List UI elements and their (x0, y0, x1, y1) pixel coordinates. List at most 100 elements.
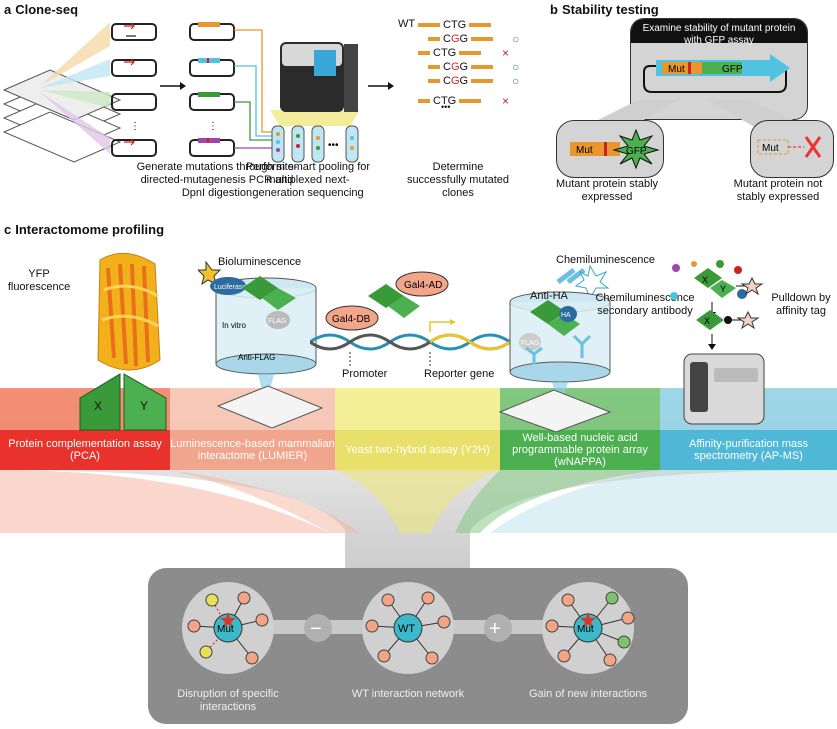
sample-tubes: ••• (271, 125, 359, 163)
svg-text:⋮: ⋮ (208, 121, 218, 132)
unstable-caption: Mutant protein not stably expressed (733, 178, 823, 203)
wt-network: WT (365, 591, 451, 665)
disruption-network: Mut (187, 591, 269, 665)
alignment-row: CTG × (418, 46, 528, 60)
star-icon (198, 260, 222, 286)
y2h-illustration: Gal4-AD Gal4-DB (310, 271, 510, 366)
gfp-construct: Mut GFP (643, 54, 790, 93)
alignment-row: CGG ○ (428, 60, 528, 74)
codon: CGG (443, 33, 469, 45)
read-bar (469, 23, 492, 27)
svg-text:Gal4-AD: Gal4-AD (404, 280, 442, 291)
reporter-gene-label: Reporter gene (424, 368, 495, 380)
svg-text:⋮: ⋮ (130, 121, 140, 132)
svg-text:FLAG: FLAG (521, 340, 539, 347)
method-label: Luminescence-based mammalian interactome… (170, 438, 335, 462)
stable-result-icon: Mut GFP (570, 128, 660, 170)
svg-text:X: X (94, 399, 102, 413)
svg-text:•••: ••• (328, 140, 339, 151)
wt-label: WT (398, 18, 416, 30)
plasmid-column-1: ⋮ (111, 22, 157, 157)
method-label: Well-based nucleic acid programmable pro… (512, 432, 648, 468)
svg-text:Y: Y (140, 399, 148, 413)
svg-text:X: X (704, 316, 710, 326)
star-icon (740, 276, 764, 296)
svg-text:X: X (702, 275, 708, 285)
svg-text:HA: HA (561, 312, 571, 319)
success-mark-icon: ○ (512, 74, 520, 88)
stable-caption: Mutant protein stably expressed (555, 178, 659, 203)
read-bar (471, 79, 494, 83)
method-band: Protein complementation assay (PCA) (0, 430, 170, 470)
svg-text:Mut: Mut (577, 624, 594, 635)
disruption-caption: Disruption of specific interactions (177, 688, 279, 713)
gain-caption: Gain of new interactions (528, 688, 647, 700)
read-bar (471, 37, 494, 41)
stability-header: Examine stability of mutant protein with… (631, 19, 807, 46)
svg-text:Mut: Mut (576, 145, 593, 156)
read-bar (459, 51, 482, 55)
star-icon (736, 310, 760, 330)
unstable-result-icon: Mut (757, 136, 822, 158)
method-band: Affinity-purification mass spectrometry … (660, 430, 837, 470)
method-band: Well-based nucleic acid programmable pro… (500, 430, 660, 470)
alignment-ellipsis: ••• (441, 102, 451, 112)
cross-icon (804, 136, 822, 158)
clone-seq-step1-caption: Generate mutations through site-directed… (136, 161, 298, 199)
bioluminescence-label: Bioluminescence (218, 256, 302, 268)
alignment-row: CTG (418, 18, 528, 32)
method-label: Protein complementation assay (PCA) (8, 438, 162, 462)
promoter-label: Promoter (342, 368, 388, 380)
read-bar (471, 65, 494, 69)
svg-text:Luciferase: Luciferase (214, 284, 246, 291)
svg-text:Mut: Mut (762, 143, 779, 154)
sequencer-icon (270, 42, 360, 126)
codon: CTG (433, 95, 457, 107)
alignment-row: CGG ○ (428, 32, 528, 46)
read-bar (428, 65, 440, 69)
clone-seq-step2-caption: Perform smart pooling for multiplexed ne… (245, 161, 371, 199)
wnappa-illustration: HA FLAG (498, 264, 612, 432)
read-bar (428, 37, 440, 41)
svg-text:Gal4-DB: Gal4-DB (332, 314, 371, 325)
codon: CTG (433, 47, 457, 59)
anti-ha-label: Anti-HA (530, 290, 568, 302)
plasmid-column-2: ⋮ (189, 22, 235, 157)
codon: CGG (443, 61, 469, 73)
alignment-row: CGG○ (428, 74, 528, 88)
wt-network-caption: WT interaction network (351, 688, 465, 700)
svg-text:WT: WT (398, 623, 415, 635)
success-mark-icon: ○ (512, 32, 520, 46)
svg-text:In vitro: In vitro (222, 321, 247, 330)
clone-seq-illustration: ⋮ ⋮ ••• (2, 22, 394, 163)
chemi-secondary-label: Chemiluminescence secondary antibody (595, 292, 695, 317)
pulldown-label: Pulldown by affinity tag (771, 292, 831, 317)
network-diagrams: − + Mut WT (182, 582, 635, 674)
construct-gfp-label: GFP (722, 64, 743, 75)
minus-icon: − (310, 618, 322, 640)
svg-text:Mut: Mut (217, 624, 234, 635)
fail-mark-icon: × (502, 94, 510, 108)
gain-network: Mut (545, 591, 635, 667)
construct-mut-label: Mut (668, 64, 685, 75)
lumier-illustration: Luciferase FLAG In vitro Anti-FLAG (198, 260, 324, 428)
method-band: Yeast two-hybrid assay (Y2H) (335, 430, 500, 470)
yfp-barrel-icon: X Y (79, 253, 167, 431)
apms-illustration: X Y X (670, 260, 765, 425)
svg-text:Y: Y (720, 284, 726, 294)
svg-text:Anti-FLAG: Anti-FLAG (238, 353, 275, 362)
read-bar (459, 99, 482, 103)
yfp-label: YFP fluorescence (7, 268, 71, 293)
plus-icon: + (489, 618, 501, 640)
svg-text:FLAG: FLAG (268, 318, 286, 325)
method-band: Luminescence-based mammalian interactome… (170, 430, 335, 470)
success-mark-icon: ○ (512, 60, 520, 74)
alignment-row: CTG × (418, 94, 528, 108)
fail-mark-icon: × (502, 46, 510, 60)
codon: CTG (443, 19, 467, 31)
read-bar (418, 51, 430, 55)
